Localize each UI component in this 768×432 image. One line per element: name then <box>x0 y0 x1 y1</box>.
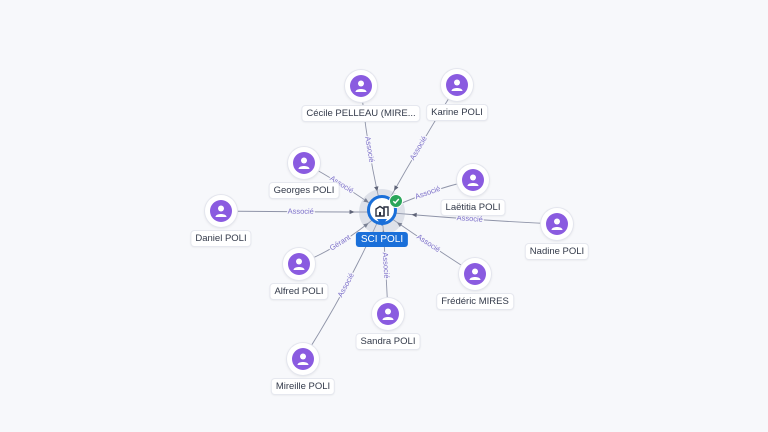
edge-arrow-alfred <box>363 223 369 228</box>
edge-label-mireille: Associé <box>336 271 356 298</box>
person-avatar[interactable] <box>457 164 489 196</box>
person-avatar[interactable] <box>283 248 315 280</box>
person-name-label[interactable]: Mireille POLI <box>271 379 335 394</box>
edge-arrow-cecile <box>374 186 379 192</box>
edge-label-daniel: Associé <box>288 207 314 216</box>
edge-label-nadine: Associé <box>456 213 483 224</box>
edge-arrow-georges <box>363 198 369 203</box>
edge-arrow-daniel <box>349 209 355 215</box>
person-icon <box>350 75 372 97</box>
edge-arrow-karine <box>394 185 399 191</box>
edge-label-frederic: Associé <box>415 232 442 254</box>
edge-arrow-nadine <box>411 212 417 218</box>
person-icon <box>288 253 310 275</box>
person-icon <box>462 169 484 191</box>
person-avatar[interactable] <box>287 343 319 375</box>
person-icon <box>293 152 315 174</box>
person-name-label[interactable]: Karine POLI <box>427 105 487 120</box>
person-name-label[interactable]: Sandra POLI <box>356 334 420 349</box>
building-icon <box>375 205 389 217</box>
person-avatar[interactable] <box>288 147 320 179</box>
check-badge-icon <box>389 194 403 208</box>
person-name-label[interactable]: Nadine POLI <box>525 244 589 259</box>
person-icon <box>210 200 232 222</box>
edge-label-karine: Associé <box>408 134 429 161</box>
edge-arrow-frederic <box>396 222 403 227</box>
person-avatar[interactable] <box>441 69 473 101</box>
person-icon <box>446 74 468 96</box>
person-icon <box>464 263 486 285</box>
person-icon <box>546 213 568 235</box>
person-name-label[interactable]: Cécile PELLEAU (MIRE... <box>302 106 420 121</box>
person-name-label[interactable]: Laëtitia POLI <box>441 200 505 215</box>
edge-mireille <box>302 211 383 360</box>
person-name-label[interactable]: Georges POLI <box>269 183 339 198</box>
edge-nadine <box>381 211 558 225</box>
edge-label-sandra: Associé <box>381 252 392 279</box>
edge-label-cecile: Associé <box>363 136 376 163</box>
person-avatar[interactable] <box>372 298 404 330</box>
person-name-label[interactable]: Daniel POLI <box>191 231 251 246</box>
edge-label-laetitia: Associé <box>414 184 442 201</box>
person-avatar[interactable] <box>205 195 237 227</box>
edge-label-alfred: Gérant <box>328 232 353 252</box>
edge-daniel <box>220 210 383 213</box>
person-icon <box>377 303 399 325</box>
person-avatar[interactable] <box>541 208 573 240</box>
person-name-label[interactable]: Frédéric MIRES <box>437 294 513 309</box>
company-name-label[interactable]: SCI POLI <box>355 232 409 247</box>
person-icon <box>292 348 314 370</box>
person-avatar[interactable] <box>345 70 377 102</box>
person-name-label[interactable]: Alfred POLI <box>270 284 328 299</box>
person-avatar[interactable] <box>459 258 491 290</box>
